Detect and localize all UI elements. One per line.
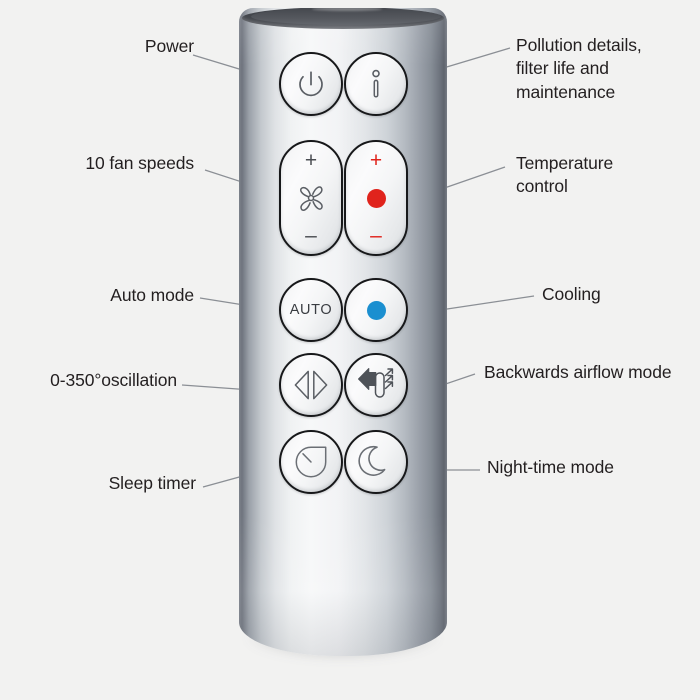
auto-text-icon: AUTO (289, 302, 333, 318)
callout-label-auto-mode: Auto mode (110, 285, 194, 305)
callout-label-power: Power (144, 36, 194, 56)
timer-clock-icon (292, 443, 330, 481)
night-mode-button[interactable] (344, 430, 408, 494)
sleep-timer-button[interactable] (279, 430, 343, 494)
backwards-airflow-button[interactable] (344, 353, 408, 417)
remote-top-cap-highlight (312, 8, 382, 11)
temperature-button[interactable]: + – (344, 140, 408, 256)
callout-label-oscillation: 0-350°oscillation (50, 370, 177, 390)
oscillation-button[interactable] (279, 353, 343, 417)
blue-dot-icon (366, 300, 386, 320)
fan-speed-stack: + – (293, 150, 329, 246)
remote-body: + – (239, 8, 447, 656)
remote-top-cap (242, 8, 444, 29)
callout-label-fan-speeds: 10 fan speeds (85, 153, 194, 173)
temperature-decrease-icon[interactable]: – (370, 224, 382, 247)
remote-body-sheen (239, 8, 447, 656)
callout-label-cooling: Cooling (542, 284, 601, 304)
callout-label-temperature: Temperature control (516, 153, 614, 197)
crescent-moon-icon (357, 443, 395, 481)
callout-label-night-mode: Night-time mode (487, 457, 614, 477)
cooling-button[interactable] (344, 278, 408, 342)
auto-mode-button[interactable]: AUTO (279, 278, 343, 342)
temperature-increase-icon[interactable]: + (369, 149, 383, 172)
power-icon (294, 67, 328, 101)
oscillation-arrows-icon (291, 368, 331, 402)
callout-label-backwards-airflow: Backwards airflow mode (484, 362, 672, 382)
temperature-stack: + – (366, 149, 386, 247)
information-icon (364, 67, 388, 101)
backwards-airflow-icon (355, 365, 397, 405)
callout-label-sleep-timer: Sleep timer (108, 473, 197, 493)
fan-speed-button[interactable]: + – (279, 140, 343, 256)
temperature-dot-icon (366, 188, 386, 208)
remote-top-cap-inner (251, 8, 441, 25)
info-button[interactable] (344, 52, 408, 116)
remote-control: + – (239, 8, 447, 660)
callout-label-pollution: Pollution details, filter life and maint… (516, 35, 642, 102)
fan-speed-increase-icon[interactable]: + (304, 149, 318, 172)
power-button[interactable] (279, 52, 343, 116)
fan-speed-decrease-icon[interactable]: – (305, 224, 317, 247)
fan-icon (293, 181, 329, 215)
